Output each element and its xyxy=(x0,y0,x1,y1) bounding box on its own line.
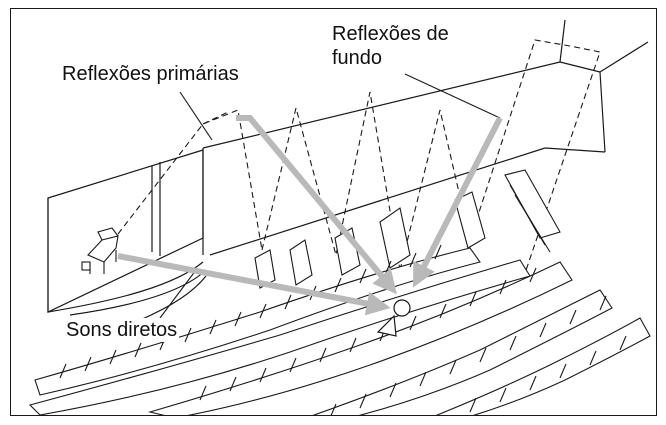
stage-area xyxy=(47,149,207,321)
sound-arrows xyxy=(117,115,503,316)
direct-sound-arrow xyxy=(117,253,391,316)
background-reflections-line2: fundo xyxy=(332,47,383,69)
primary-reflections-label: Reflexões primárias xyxy=(60,62,241,86)
listener-figure xyxy=(376,299,411,337)
piano-icon xyxy=(81,227,119,274)
primary-reflection-arrow xyxy=(236,115,397,295)
background-reflections-line1: Reflexões de xyxy=(332,23,449,45)
background-reflections-label: Reflexões de fundo xyxy=(330,22,451,70)
direct-sounds-label: Sons diretos xyxy=(64,318,180,342)
audience-seating xyxy=(28,169,651,415)
label-pointers xyxy=(159,73,501,319)
background-reflection-arrow xyxy=(413,116,503,288)
